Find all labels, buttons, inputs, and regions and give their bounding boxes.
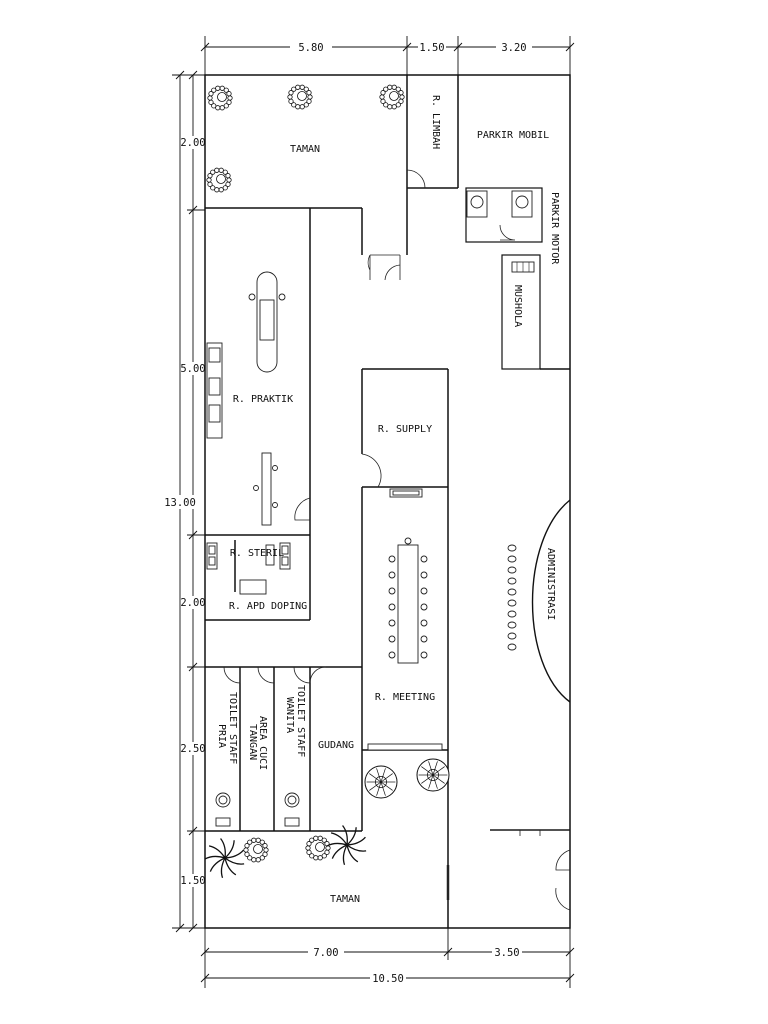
label-area-cuci-1: AREA CUCI [257,716,268,770]
dim-bottom-2: 3.50 [494,947,519,959]
label-musholla: MUSHOLA [512,285,523,327]
dim-left-4: 2.50 [180,743,205,755]
admin-chair [507,588,517,596]
doors [223,169,571,911]
dim-bottom-1: 7.00 [313,947,338,959]
label-toilet-wanita-1: TOILET STAFF [295,685,306,757]
dim-left-1: 2.00 [180,137,205,149]
dim-top-1: 5.80 [298,42,323,54]
admin-chair [507,555,517,563]
dim-left-5: 1.50 [180,875,205,887]
label-taman-top: TAMAN [290,144,320,155]
label-parkir-mobil: PARKIR MOBIL [477,130,549,141]
label-r-praktik: R. PRAKTIK [233,394,293,405]
label-r-meeting: R. MEETING [375,692,435,703]
label-gudang: GUDANG [318,740,354,751]
label-taman-bottom: TAMAN [330,894,360,905]
label-toilet-pria-1: TOILET STAFF [227,692,238,764]
palm-icon [326,825,367,866]
dimension-lines [172,36,575,988]
admin-chair [507,577,517,585]
shrub-icon [379,84,405,110]
admin-chair [507,621,517,629]
dim-left-3: 2.00 [180,597,205,609]
admin-chair [507,544,517,552]
shrub-icon [206,167,232,193]
admin-chair [507,599,517,607]
dim-left-total: 13.00 [164,497,196,509]
shrub-icon [305,835,331,861]
shrub-icon [243,837,269,863]
room-labels: TAMAN R. LIMBAH PARKIR MOBIL PARKIR MOTO… [216,95,560,905]
label-area-cuci-2: TANGAN [247,724,258,760]
label-parkir-motor: PARKIR MOTOR [549,192,560,265]
label-r-limbah: R. LIMBAH [430,95,441,149]
plants [204,84,450,879]
admin-chair [507,632,517,640]
admin-chair [507,643,517,651]
tree-icon [364,765,398,799]
admin-chair [507,566,517,574]
shrub-icon [287,84,313,110]
dim-top-2: 1.50 [419,42,444,54]
label-r-apd-doping: R. APD DOPING [229,601,307,612]
shrub-icon [207,85,233,111]
label-administrasi: ADMINISTRASI [545,548,556,620]
label-toilet-pria-2: PRIA [216,724,227,748]
label-r-supply: R. SUPPLY [378,424,432,435]
administrasi-curve [531,499,571,703]
dim-bottom-total: 10.50 [372,973,404,985]
dim-top-3: 3.20 [501,42,526,54]
admin-chair [507,610,517,618]
palm-icon [204,838,245,879]
dimension-labels: 5.80 1.50 3.20 13.00 2.00 5.00 2.00 2.50… [164,41,532,985]
furniture [206,190,570,836]
dim-left-2: 5.00 [180,363,205,375]
label-r-steril: R. STERIL [230,548,284,559]
label-toilet-wanita-2: WANITA [284,697,295,733]
tree-icon [416,758,450,792]
